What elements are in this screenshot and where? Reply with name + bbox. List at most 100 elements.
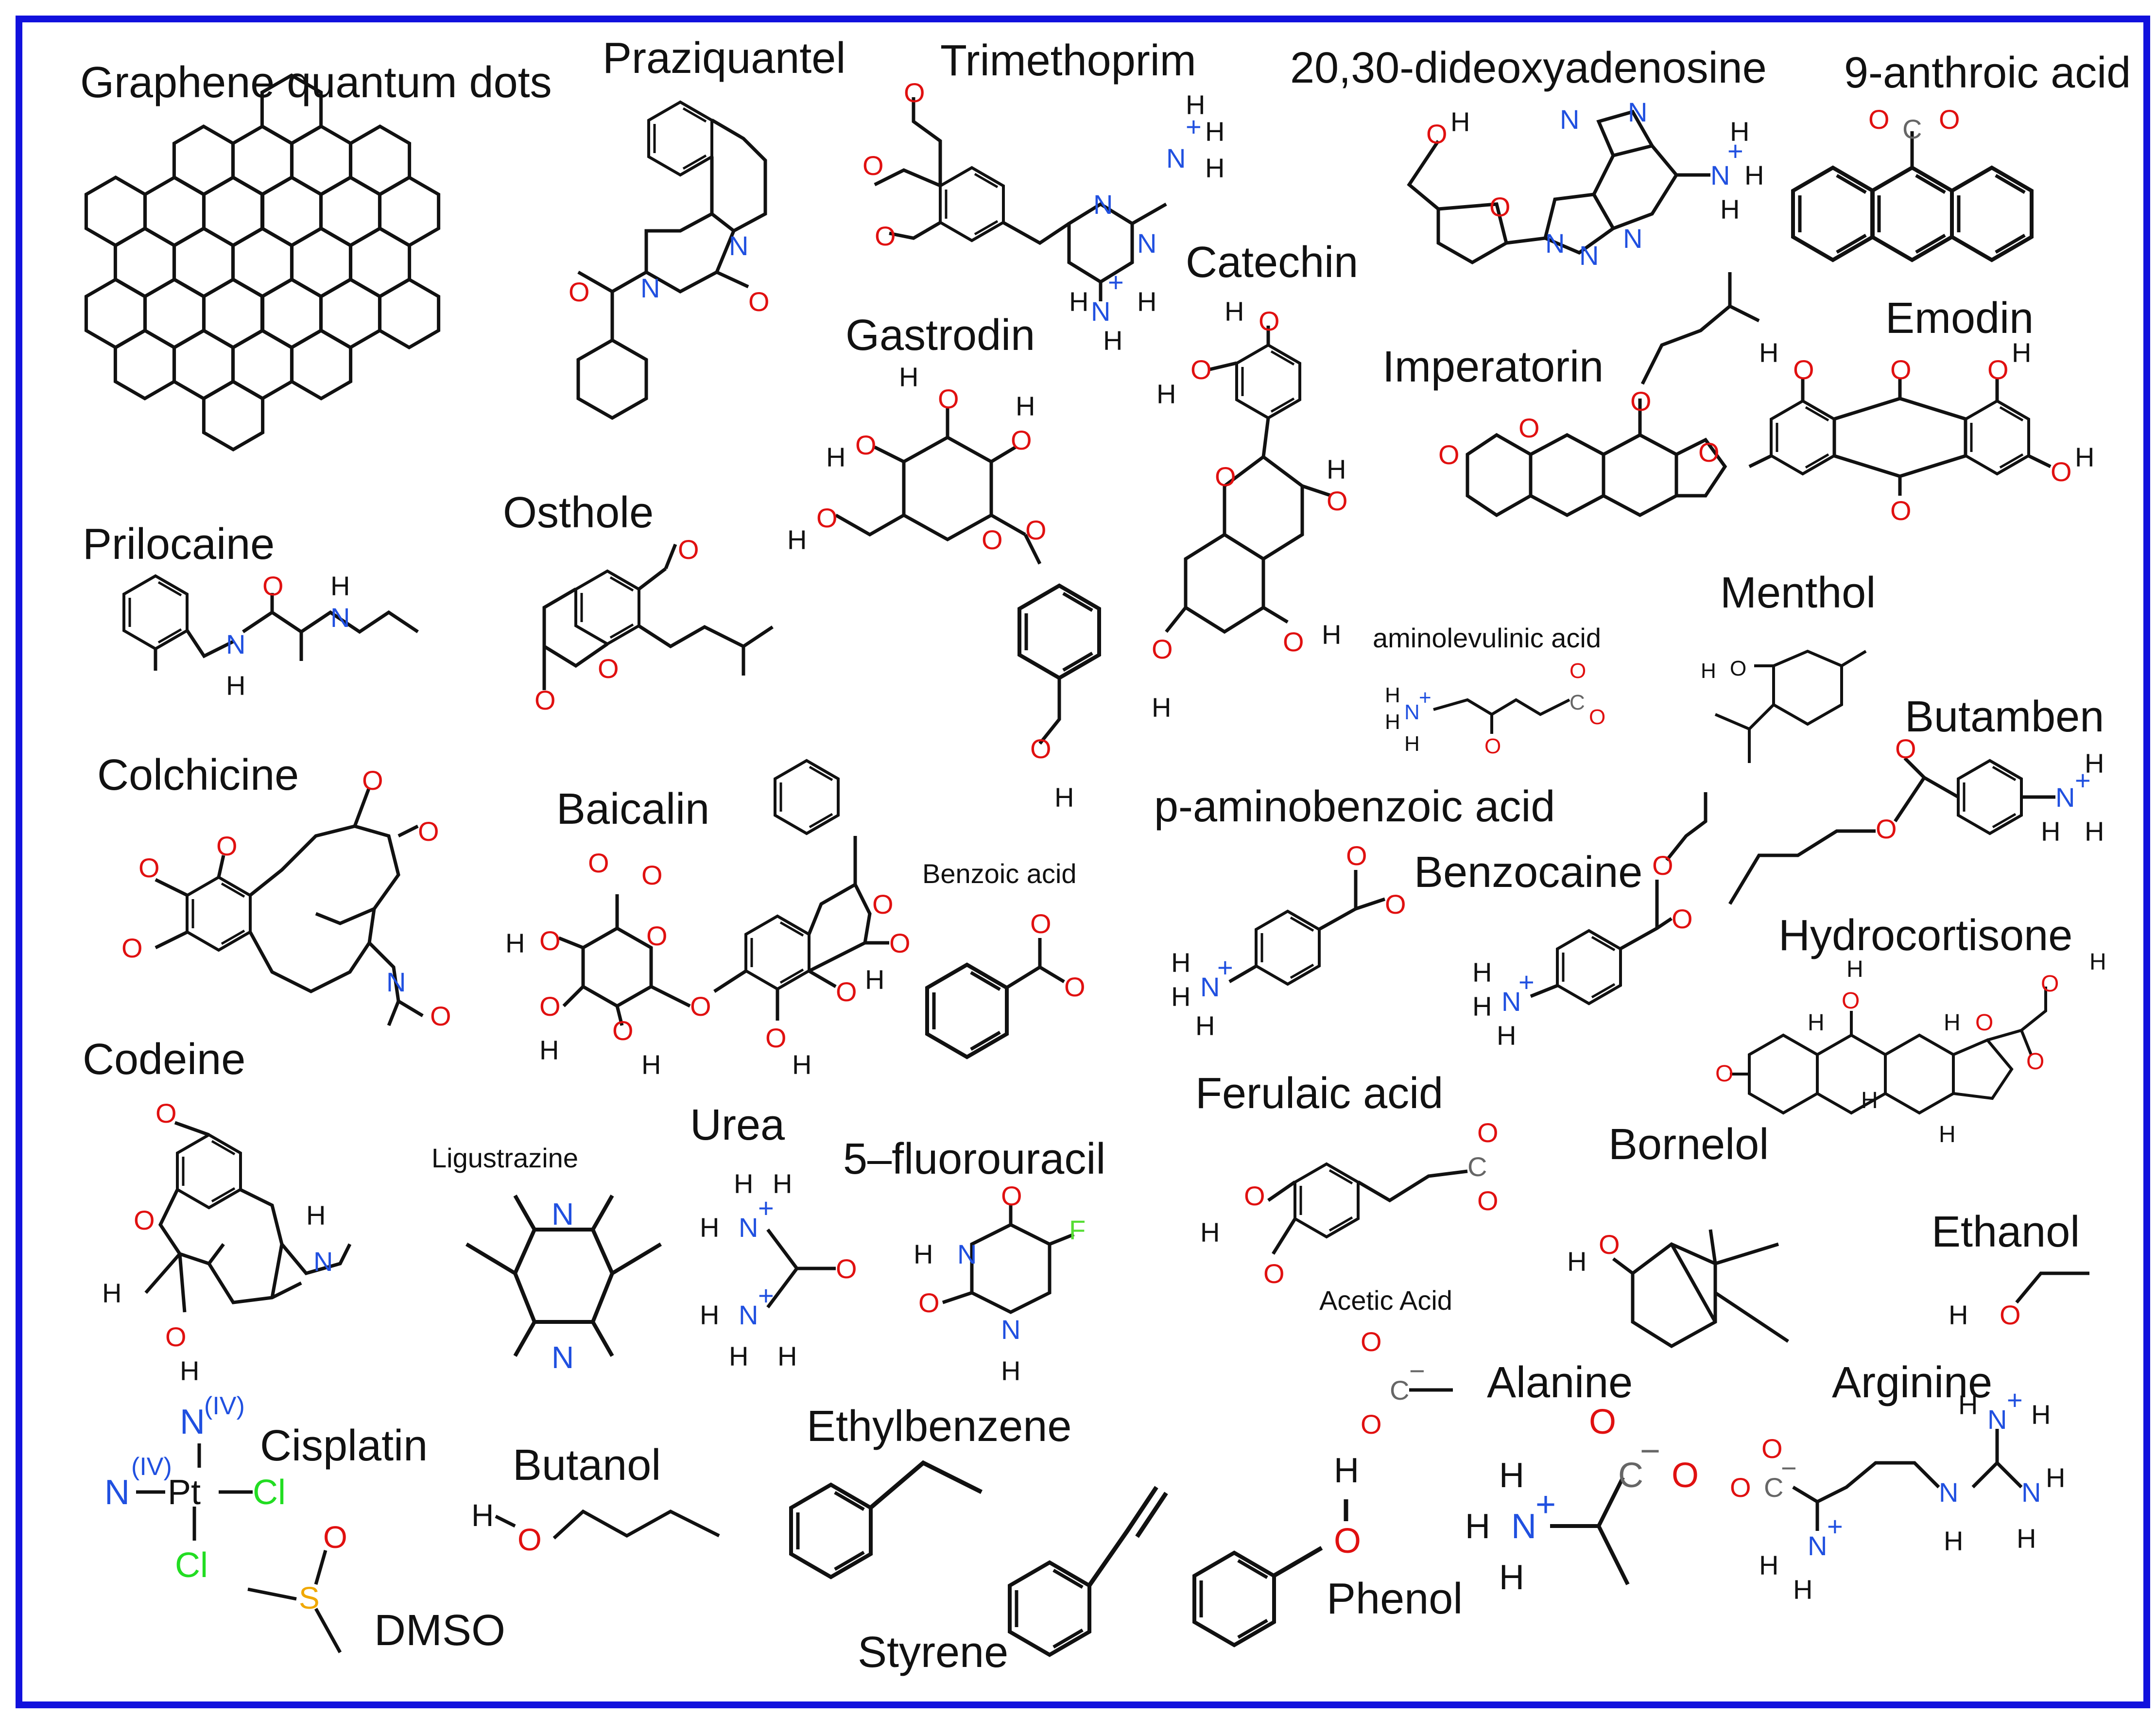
svg-text:N: N — [957, 1239, 977, 1269]
butamben-atoms: O O N + H H H — [1876, 733, 2104, 847]
svg-text:O: O — [1030, 733, 1052, 764]
svg-text:O: O — [1715, 1061, 1733, 1087]
butanol-atoms: H O — [471, 1498, 542, 1557]
svg-text:H: H — [1404, 732, 1420, 756]
prilocaine-atoms: N H O N H — [226, 571, 350, 701]
svg-text:H: H — [471, 1498, 494, 1533]
svg-text:C: C — [1467, 1151, 1487, 1182]
label-hydrocortisone: Hydrocortisone — [1778, 911, 2073, 960]
svg-text:+: + — [1727, 136, 1743, 166]
svg-text:H: H — [865, 964, 884, 995]
svg-text:O: O — [155, 1098, 177, 1128]
svg-text:H: H — [1465, 1507, 1490, 1546]
svg-text:H: H — [1205, 153, 1225, 183]
codeine-structure — [144, 1121, 352, 1313]
svg-text:Cl: Cl — [175, 1546, 208, 1585]
svg-text:H: H — [1472, 957, 1492, 988]
svg-text:C: C — [1902, 114, 1922, 144]
butanol-structure — [495, 1509, 720, 1540]
ethanol-structure — [2015, 1271, 2089, 1304]
dideoxyadenosine-atoms: O H O N N N N N N + H H H — [1426, 97, 1764, 271]
svg-text:N: N — [1404, 700, 1420, 724]
svg-text:+: + — [1217, 952, 1233, 983]
svg-text:O: O — [1259, 306, 1280, 336]
svg-text:H: H — [1958, 1389, 1978, 1420]
codeine-atoms: O O N O H H H — [102, 1098, 333, 1386]
colchicine-structure — [155, 786, 424, 1026]
svg-text:O: O — [612, 1015, 634, 1046]
fluorouracil-structure — [942, 1205, 1075, 1314]
svg-text:O: O — [134, 1205, 155, 1235]
svg-text:H: H — [539, 1035, 559, 1065]
svg-text:H: H — [1793, 1574, 1812, 1605]
dmso-structure — [247, 1550, 342, 1653]
svg-text:H: H — [792, 1049, 811, 1080]
cisplatin-atoms: N (IV) N (IV) Pt Cl Cl — [104, 1392, 286, 1585]
svg-text:O: O — [1630, 386, 1652, 416]
svg-text:O: O — [517, 1522, 542, 1557]
baicalin-atoms: O O O H O O H O H O O H O H O O — [505, 848, 911, 1080]
catechin-atoms: O H O H O O H O H O H — [1152, 296, 1348, 723]
svg-text:O: O — [539, 925, 561, 956]
label-butamben: Butamben — [1905, 693, 2104, 741]
svg-text:Cl: Cl — [253, 1473, 286, 1512]
svg-text:O: O — [138, 852, 160, 883]
svg-text:O: O — [1518, 413, 1540, 443]
svg-text:+: + — [1419, 686, 1432, 710]
svg-text:N: N — [1091, 296, 1110, 327]
svg-text:H: H — [2075, 442, 2094, 472]
label-ligustrazine: Ligustrazine — [431, 1143, 578, 1173]
svg-text:O: O — [535, 685, 556, 715]
svg-text:N: N — [104, 1473, 130, 1512]
svg-text:O: O — [121, 933, 143, 963]
label-dmso: DMSO — [374, 1606, 505, 1655]
svg-text:H: H — [1499, 1456, 1524, 1495]
praziquantel-n2: N — [640, 273, 660, 303]
svg-text:H: H — [1944, 1526, 1963, 1556]
svg-text:N: N — [1808, 1530, 1827, 1561]
svg-text:N: N — [1628, 97, 1647, 127]
fluorouracil-atoms: O N H O N H F — [914, 1180, 1086, 1386]
svg-text:N: N — [552, 1197, 574, 1232]
svg-text:H: H — [1450, 106, 1470, 137]
svg-text:−: − — [1781, 1453, 1797, 1483]
svg-text:H: H — [700, 1300, 719, 1330]
svg-text:N: N — [1579, 240, 1599, 271]
svg-text:H: H — [1186, 89, 1205, 120]
svg-text:N: N — [330, 602, 350, 633]
svg-text:O: O — [1030, 908, 1052, 939]
svg-text:+: + — [1186, 111, 1202, 142]
bornelol-atoms: O H — [1567, 1229, 1620, 1277]
styrene-structure — [1010, 1486, 1168, 1655]
urea-structure — [766, 1228, 836, 1309]
svg-text:H: H — [1861, 1088, 1878, 1113]
imperatorin-atoms: O O O O — [1438, 386, 1720, 470]
butamben-structure — [1728, 757, 2055, 905]
svg-text:O: O — [1489, 191, 1511, 222]
svg-text:O: O — [1190, 354, 1212, 385]
label-colchicine: Colchicine — [97, 751, 299, 799]
svg-text:O: O — [2051, 456, 2072, 487]
svg-text:N: N — [1501, 986, 1521, 1017]
ferulaic-structure — [1267, 1164, 1468, 1255]
imperatorin-structure — [1466, 272, 1760, 518]
label-praziquantel: Praziquantel — [603, 34, 846, 83]
svg-text:O: O — [875, 221, 896, 251]
svg-text:O: O — [216, 831, 238, 861]
svg-text:H: H — [700, 1212, 719, 1243]
ligustrazine-atoms: N N — [552, 1197, 574, 1375]
praziquantel-o1: O — [569, 277, 590, 307]
svg-text:N: N — [2055, 782, 2075, 813]
svg-text:O: O — [1346, 840, 1367, 871]
svg-text:O: O — [1152, 634, 1173, 664]
label-ethylbenzene: Ethylbenzene — [807, 1402, 1072, 1451]
svg-text:H: H — [1152, 692, 1171, 723]
figure-frame — [16, 16, 2150, 1708]
svg-text:+: + — [1827, 1511, 1843, 1542]
ligustrazine-structure — [465, 1195, 662, 1357]
svg-text:O: O — [588, 848, 609, 878]
svg-text:+: + — [2007, 1385, 2023, 1415]
svg-text:O: O — [1011, 425, 1032, 455]
svg-text:O: O — [904, 77, 925, 108]
svg-text:O: O — [1975, 1010, 1993, 1036]
